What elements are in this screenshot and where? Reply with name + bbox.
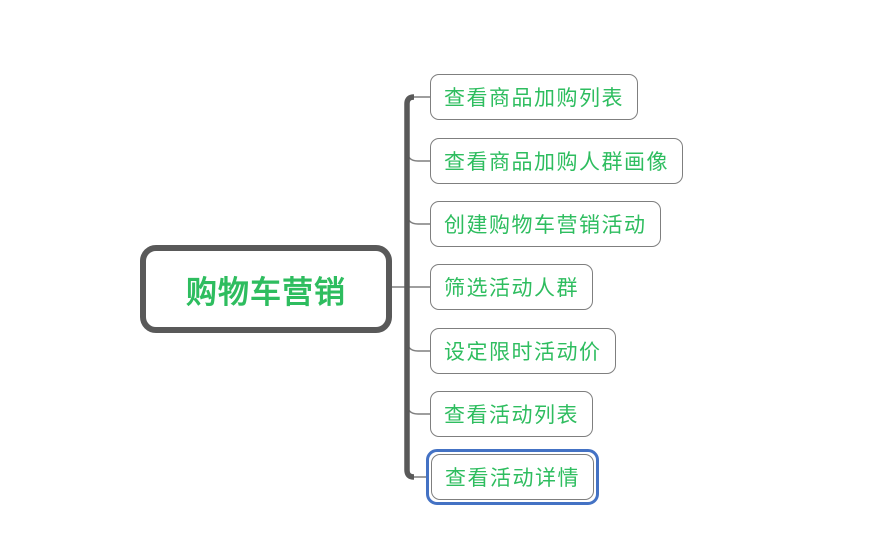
child-node-label: 查看活动详情	[445, 466, 580, 490]
child-node-label: 查看商品加购人群画像	[444, 150, 669, 174]
child-node-label: 创建购物车营销活动	[444, 213, 647, 237]
child-node-set-limited-time-price[interactable]: 设定限时活动价	[430, 328, 616, 374]
root-node[interactable]: 购物车营销	[140, 245, 392, 333]
root-node-label: 购物车营销	[186, 274, 346, 310]
child-node-label: 设定限时活动价	[444, 340, 602, 364]
child-node-view-campaign-list[interactable]: 查看活动列表	[430, 391, 593, 437]
child-node-label: 查看活动列表	[444, 403, 579, 427]
child-node-view-cart-add-audience-profile[interactable]: 查看商品加购人群画像	[430, 138, 683, 184]
selection-outline: 查看活动详情	[426, 449, 599, 505]
child-node-label: 查看商品加购列表	[444, 86, 624, 110]
child-node-view-cart-add-list[interactable]: 查看商品加购列表	[430, 74, 638, 120]
child-node-create-cart-marketing-campaign[interactable]: 创建购物车营销活动	[430, 201, 661, 247]
child-node-filter-campaign-audience[interactable]: 筛选活动人群	[430, 264, 593, 310]
child-node-label: 筛选活动人群	[444, 276, 579, 300]
child-node-view-campaign-details[interactable]: 查看活动详情	[431, 454, 594, 500]
